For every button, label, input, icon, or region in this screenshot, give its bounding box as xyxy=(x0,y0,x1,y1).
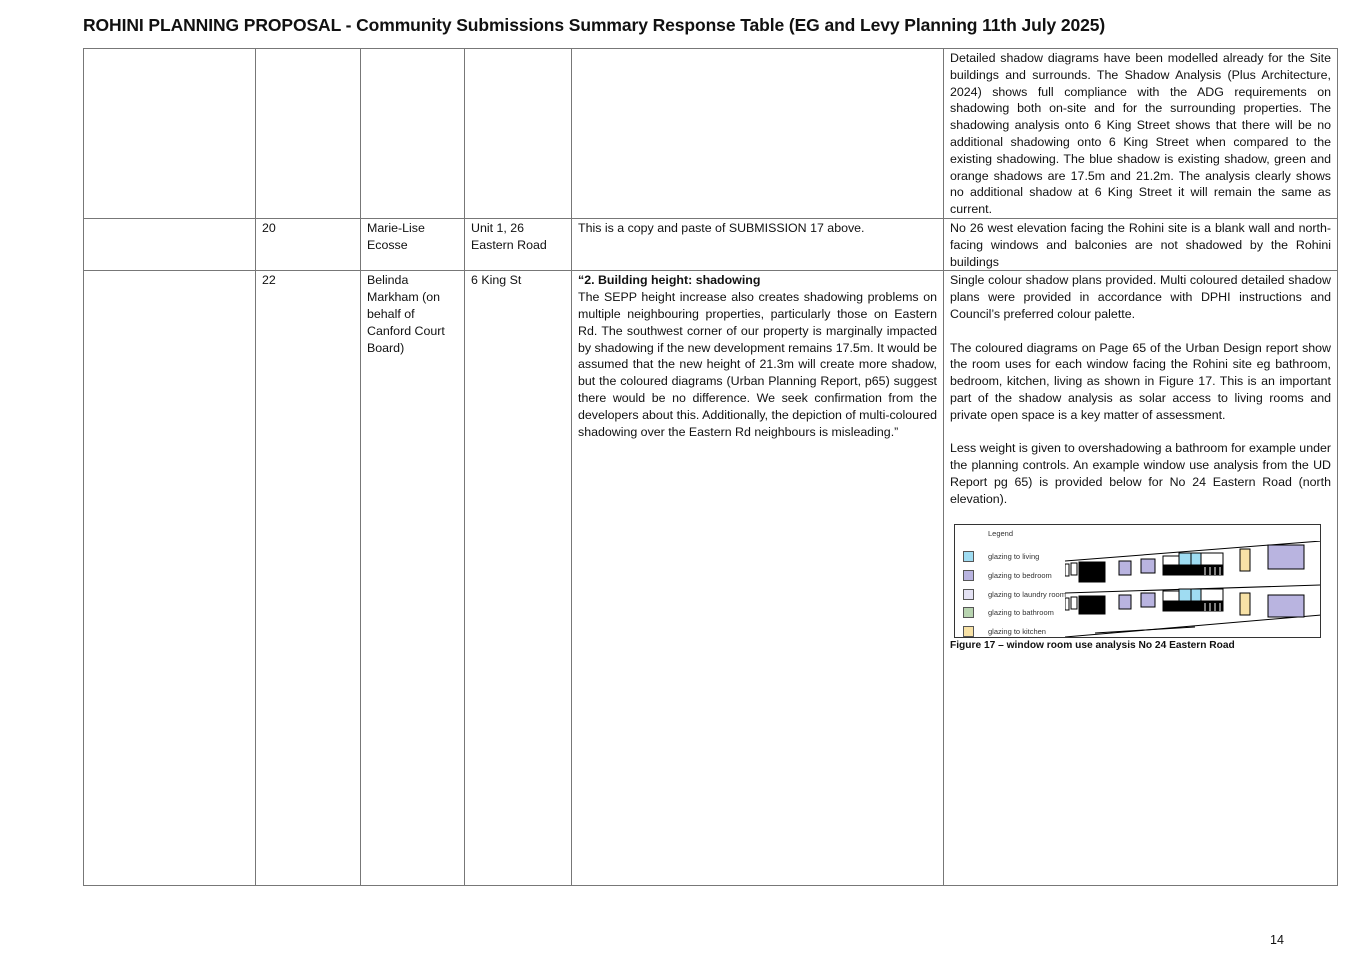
response-paragraph: Single colour shadow plans provided. Mul… xyxy=(950,273,1331,321)
response-text: Detailed shadow diagrams have been model… xyxy=(950,51,1331,217)
submitter-name-cell xyxy=(360,48,465,219)
submitter-name-cell: Marie-Lise Ecosse xyxy=(360,217,465,272)
table-row: 20 Marie-Lise Ecosse Unit 1, 26 Eastern … xyxy=(83,217,1338,272)
table-row: Detailed shadow diagrams have been model… xyxy=(83,48,1338,219)
figure-caption: Figure 17 – window room use analysis No … xyxy=(950,639,1235,651)
legend-label: glazing to bedroom xyxy=(988,570,1052,580)
category-cell xyxy=(83,217,256,272)
legend-swatch xyxy=(963,551,974,563)
legend-swatch xyxy=(963,625,974,637)
submission-number-cell: 20 xyxy=(255,217,361,272)
response-cell: Single colour shadow plans provided. Mul… xyxy=(943,270,1338,886)
figure-legend: Legend glazing to living glazing to bedr… xyxy=(963,528,1066,637)
category-cell xyxy=(83,48,256,219)
legend-item: glazing to bedroom xyxy=(963,566,1066,585)
legend-swatch xyxy=(963,569,974,581)
submission-cell: This is a copy and paste of SUBMISSION 1… xyxy=(571,217,944,272)
category-cell xyxy=(83,270,256,886)
submission-text: The SEPP height increase also creates sh… xyxy=(578,290,937,439)
legend-label: glazing to kitchen xyxy=(988,626,1046,636)
submitter-name-cell: Belinda Markham (on behalf of Canford Co… xyxy=(360,270,465,886)
submission-cell xyxy=(571,48,944,219)
address-cell: Unit 1, 26 Eastern Road xyxy=(464,217,572,272)
response-paragraph: The coloured diagrams on Page 65 of the … xyxy=(950,340,1331,422)
response-text: No 26 west elevation facing the Rohini s… xyxy=(950,220,1331,269)
submissions-table: Detailed shadow diagrams have been model… xyxy=(83,48,1338,886)
submission-number-cell: 22 xyxy=(255,270,361,886)
legend-item: glazing to living xyxy=(963,548,1066,567)
page-title: ROHINI PLANNING PROPOSAL - Community Sub… xyxy=(83,15,1106,35)
response-paragraph: Less weight is given to overshadowing a … xyxy=(950,441,1331,506)
legend-swatch xyxy=(963,588,974,600)
legend-swatch xyxy=(963,607,974,619)
window-use-figure: Legend glazing to living glazing to bedr… xyxy=(954,523,1321,638)
submission-cell: “2. Building height: shadowing The SEPP … xyxy=(571,270,944,886)
response-cell: Detailed shadow diagrams have been model… xyxy=(943,48,1338,219)
address-cell: 6 King St xyxy=(464,270,572,886)
table-row: 22 Belinda Markham (on behalf of Canford… xyxy=(83,270,1338,886)
submission-number-cell xyxy=(255,48,361,219)
legend-item: glazing to laundry room xyxy=(963,585,1066,604)
page-number: 14 xyxy=(1270,933,1284,947)
legend-label: glazing to laundry room xyxy=(988,589,1066,599)
legend-item: glazing to bathroom xyxy=(963,603,1066,622)
response-cell: No 26 west elevation facing the Rohini s… xyxy=(943,217,1338,272)
legend-label: glazing to living xyxy=(988,552,1040,562)
submission-heading: “2. Building height: shadowing xyxy=(578,273,761,288)
legend-label: glazing to bathroom xyxy=(988,608,1054,618)
legend-item: glazing to kitchen xyxy=(963,622,1066,637)
address-cell xyxy=(464,48,572,219)
legend-title: Legend xyxy=(988,528,1014,538)
building-elevation-drawing xyxy=(1065,540,1320,637)
